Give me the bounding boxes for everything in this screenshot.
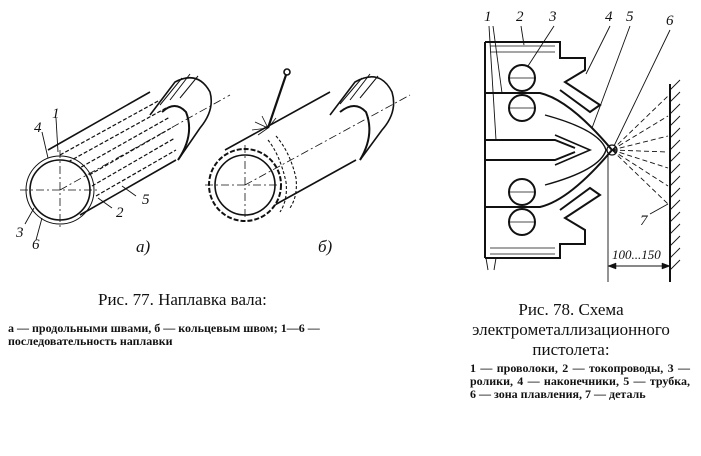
fig77-label-2: 2 [116,205,124,221]
fig78-gun-drawing [484,25,681,282]
fig77-caption-title: Рис. 77. Наплавка вала: [98,290,267,309]
fig78-label-3: 3 [549,9,557,25]
fig78-label-5: 5 [626,9,634,25]
fig77b-shaft-drawing [205,68,411,225]
fig78-dimension-label: 100...150 [612,247,661,262]
fig78-label-4: 4 [605,9,613,25]
fig77-label-b: б) [318,237,333,256]
fig78-caption-text: 1 — проволоки, 2 — токопроводы, 3 — роли… [470,361,690,401]
fig77-label-6: 6 [32,237,40,253]
fig77-label-4: 4 [34,120,42,136]
fig78-label-2: 2 [516,9,524,25]
fig78-caption-title: Рис. 78. Схема электрометаллизационного … [472,300,670,359]
fig77-label-3: 3 [16,225,24,241]
fig77-label-1: 1 [52,106,60,122]
fig77-label-5: 5 [142,192,150,208]
fig78-label-1: 1 [484,9,492,25]
fig78-label-6: 6 [666,13,674,29]
fig78-label-7: 7 [640,213,648,229]
fig77a-shaft-drawing [20,73,231,241]
fig77-caption-text: а — продольными швами, б — кольцевым шво… [8,321,320,348]
fig77-label-a: а) [136,237,151,256]
